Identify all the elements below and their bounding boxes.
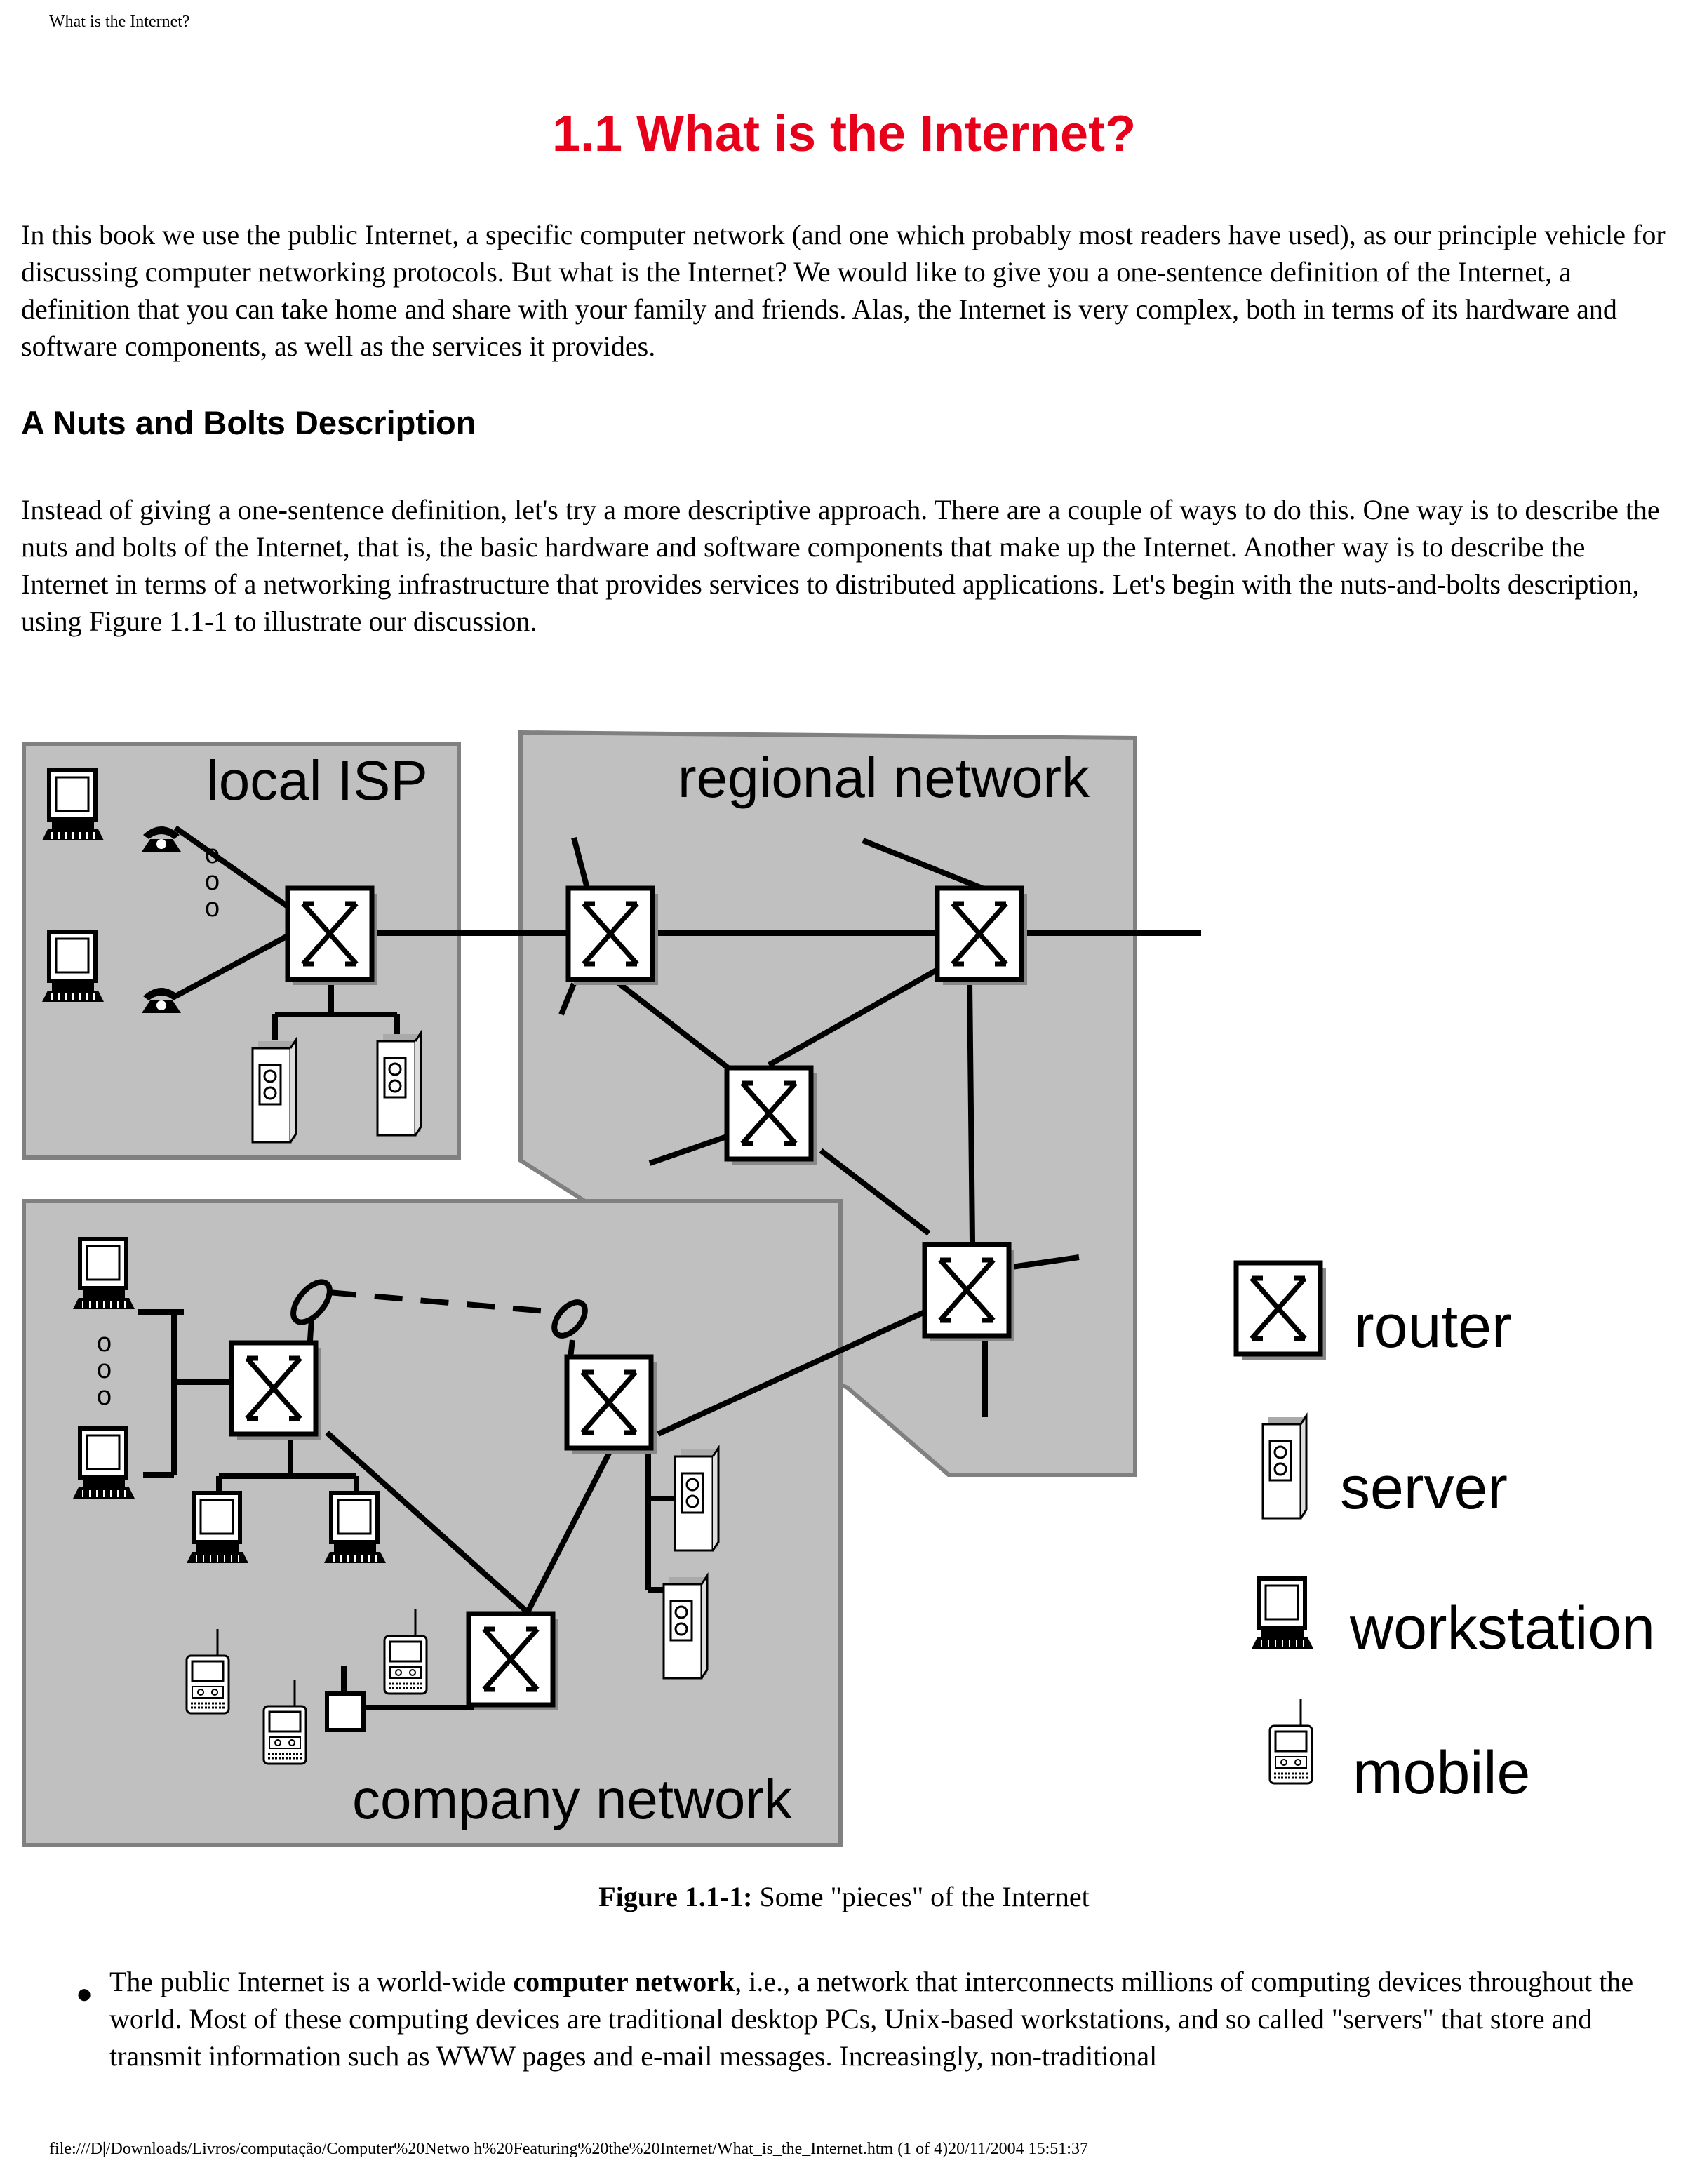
workstation-icon	[73, 1428, 135, 1499]
browser-header-title: What is the Internet?	[49, 13, 190, 31]
ellipsis-dots: o o o	[205, 840, 220, 923]
router-icon	[567, 1357, 657, 1454]
svg-text:o: o	[97, 1381, 112, 1411]
router-icon	[469, 1614, 558, 1710]
figure-caption: Figure 1.1-1: Some "pieces" of the Inter…	[0, 1880, 1688, 1913]
router-icon	[727, 1068, 817, 1165]
page-footer-url: file:///D|/Downloads/Livros/computação/C…	[49, 2140, 1088, 2158]
router-icon	[232, 1343, 321, 1440]
antenna-right	[551, 1299, 588, 1339]
computer-network-term: computer network	[513, 1966, 735, 1997]
figure-caption-label: Figure 1.1-1:	[598, 1881, 753, 1912]
intro-paragraph: In this book we use the public Internet,…	[21, 219, 1666, 362]
regional-network-label: regional network	[678, 746, 1090, 809]
legend-server-label: server	[1340, 1454, 1508, 1522]
svg-text:o: o	[97, 1355, 112, 1384]
router-icon	[925, 1245, 1014, 1341]
local-isp-region	[22, 742, 461, 1160]
network-links	[138, 825, 1201, 1710]
svg-text:o: o	[97, 1328, 112, 1358]
server-icon	[376, 1031, 422, 1137]
server-icon	[662, 1574, 709, 1680]
local-isp-label: local ISP	[206, 749, 428, 812]
router-icon	[937, 888, 1027, 985]
svg-text:o: o	[205, 866, 220, 896]
wireless-link	[328, 1289, 555, 1315]
legend-workstation-label: workstation	[1349, 1595, 1655, 1662]
ellipsis-dots: o o o	[97, 1328, 112, 1411]
company-network-label: company network	[352, 1768, 793, 1830]
server-icon	[674, 1447, 720, 1552]
router-icon	[288, 888, 377, 985]
legend-mobile-icon	[1268, 1698, 1313, 1785]
section-paragraph: Instead of giving a one-sentence definit…	[21, 494, 1660, 637]
legend-router-icon	[1236, 1263, 1326, 1360]
antenna-left	[290, 1279, 333, 1325]
legend-router-label: router	[1354, 1293, 1512, 1360]
page-title: 1.1 What is the Internet?	[551, 106, 1137, 162]
workstation-icon	[42, 932, 104, 1002]
figure-caption-text: Some "pieces" of the Internet	[752, 1881, 1090, 1912]
svg-text:o: o	[205, 893, 220, 923]
bullet-paragraph: The public Internet is a world-wide comp…	[109, 1966, 1634, 2072]
legend-mobile-label: mobile	[1353, 1739, 1530, 1807]
workstation-icon	[73, 1239, 135, 1309]
legend-workstation-icon	[1252, 1579, 1313, 1649]
bullet-marker: ●	[76, 1978, 93, 2009]
internet-pieces-figure: local ISP regional network company netwo…	[22, 730, 1655, 1847]
legend-server-icon	[1261, 1414, 1308, 1520]
section-heading: A Nuts and Bolts Description	[21, 404, 476, 441]
server-icon	[251, 1038, 297, 1144]
svg-text:o: o	[205, 840, 220, 869]
router-icon	[568, 888, 658, 985]
workstation-icon	[324, 1493, 386, 1563]
base-station	[325, 1691, 366, 1732]
workstation-icon	[42, 770, 104, 840]
legend: router server workstation mobile	[1236, 1263, 1655, 1807]
workstation-icon	[187, 1493, 248, 1563]
